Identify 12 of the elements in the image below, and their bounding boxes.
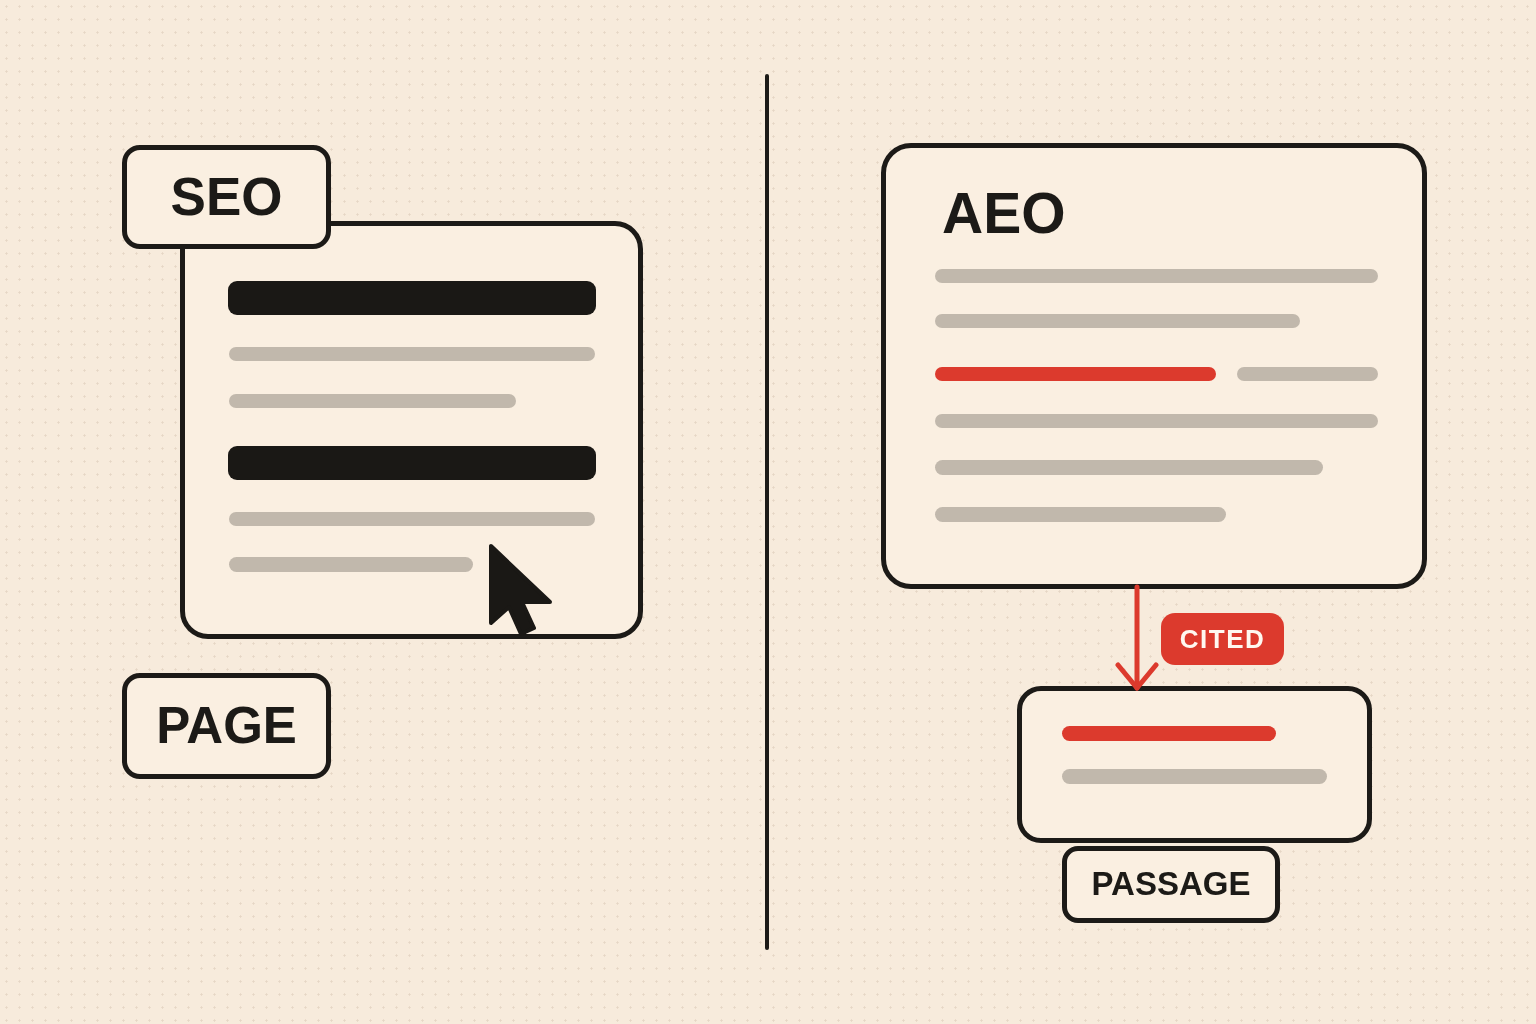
card-heading: AEO — [942, 182, 1066, 245]
tag-label: PAGE — [156, 697, 297, 755]
content-card — [1017, 686, 1372, 843]
arrow — [1115, 584, 1159, 691]
edge-label: CITED — [1161, 613, 1284, 665]
tag-box — [1062, 846, 1280, 923]
tag-box — [122, 673, 331, 779]
content-card — [180, 221, 643, 639]
tag-label: SEO — [170, 167, 283, 227]
tag-box — [122, 145, 331, 249]
content-card — [881, 143, 1427, 589]
tag-label: PASSAGE — [1091, 866, 1251, 903]
